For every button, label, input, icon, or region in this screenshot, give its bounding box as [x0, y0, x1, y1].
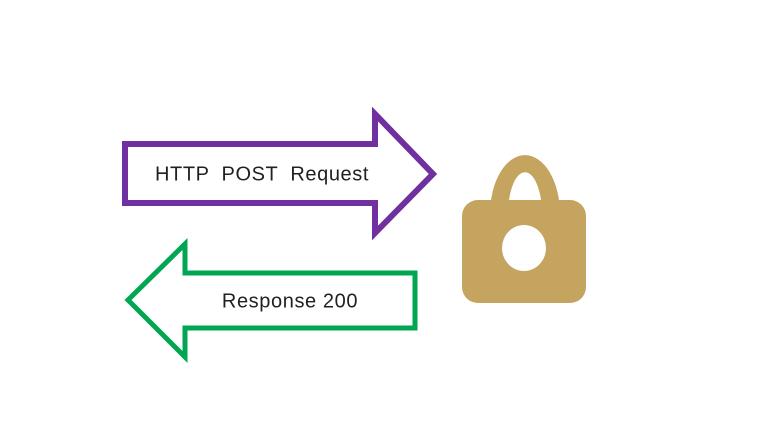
response-arrow-label: Response 200 — [222, 290, 358, 312]
response-arrow-outline — [124, 238, 418, 364]
request-arrow-outline — [122, 106, 438, 241]
response-arrow[interactable]: Response 200 — [124, 238, 418, 364]
request-arrow[interactable]: HTTP POST Request — [122, 106, 438, 241]
lock-keyhole-icon — [502, 225, 546, 271]
request-arrow-label: HTTP POST Request — [155, 163, 369, 185]
lock-icon — [462, 155, 586, 303]
lock-shackle-icon — [490, 155, 560, 214]
